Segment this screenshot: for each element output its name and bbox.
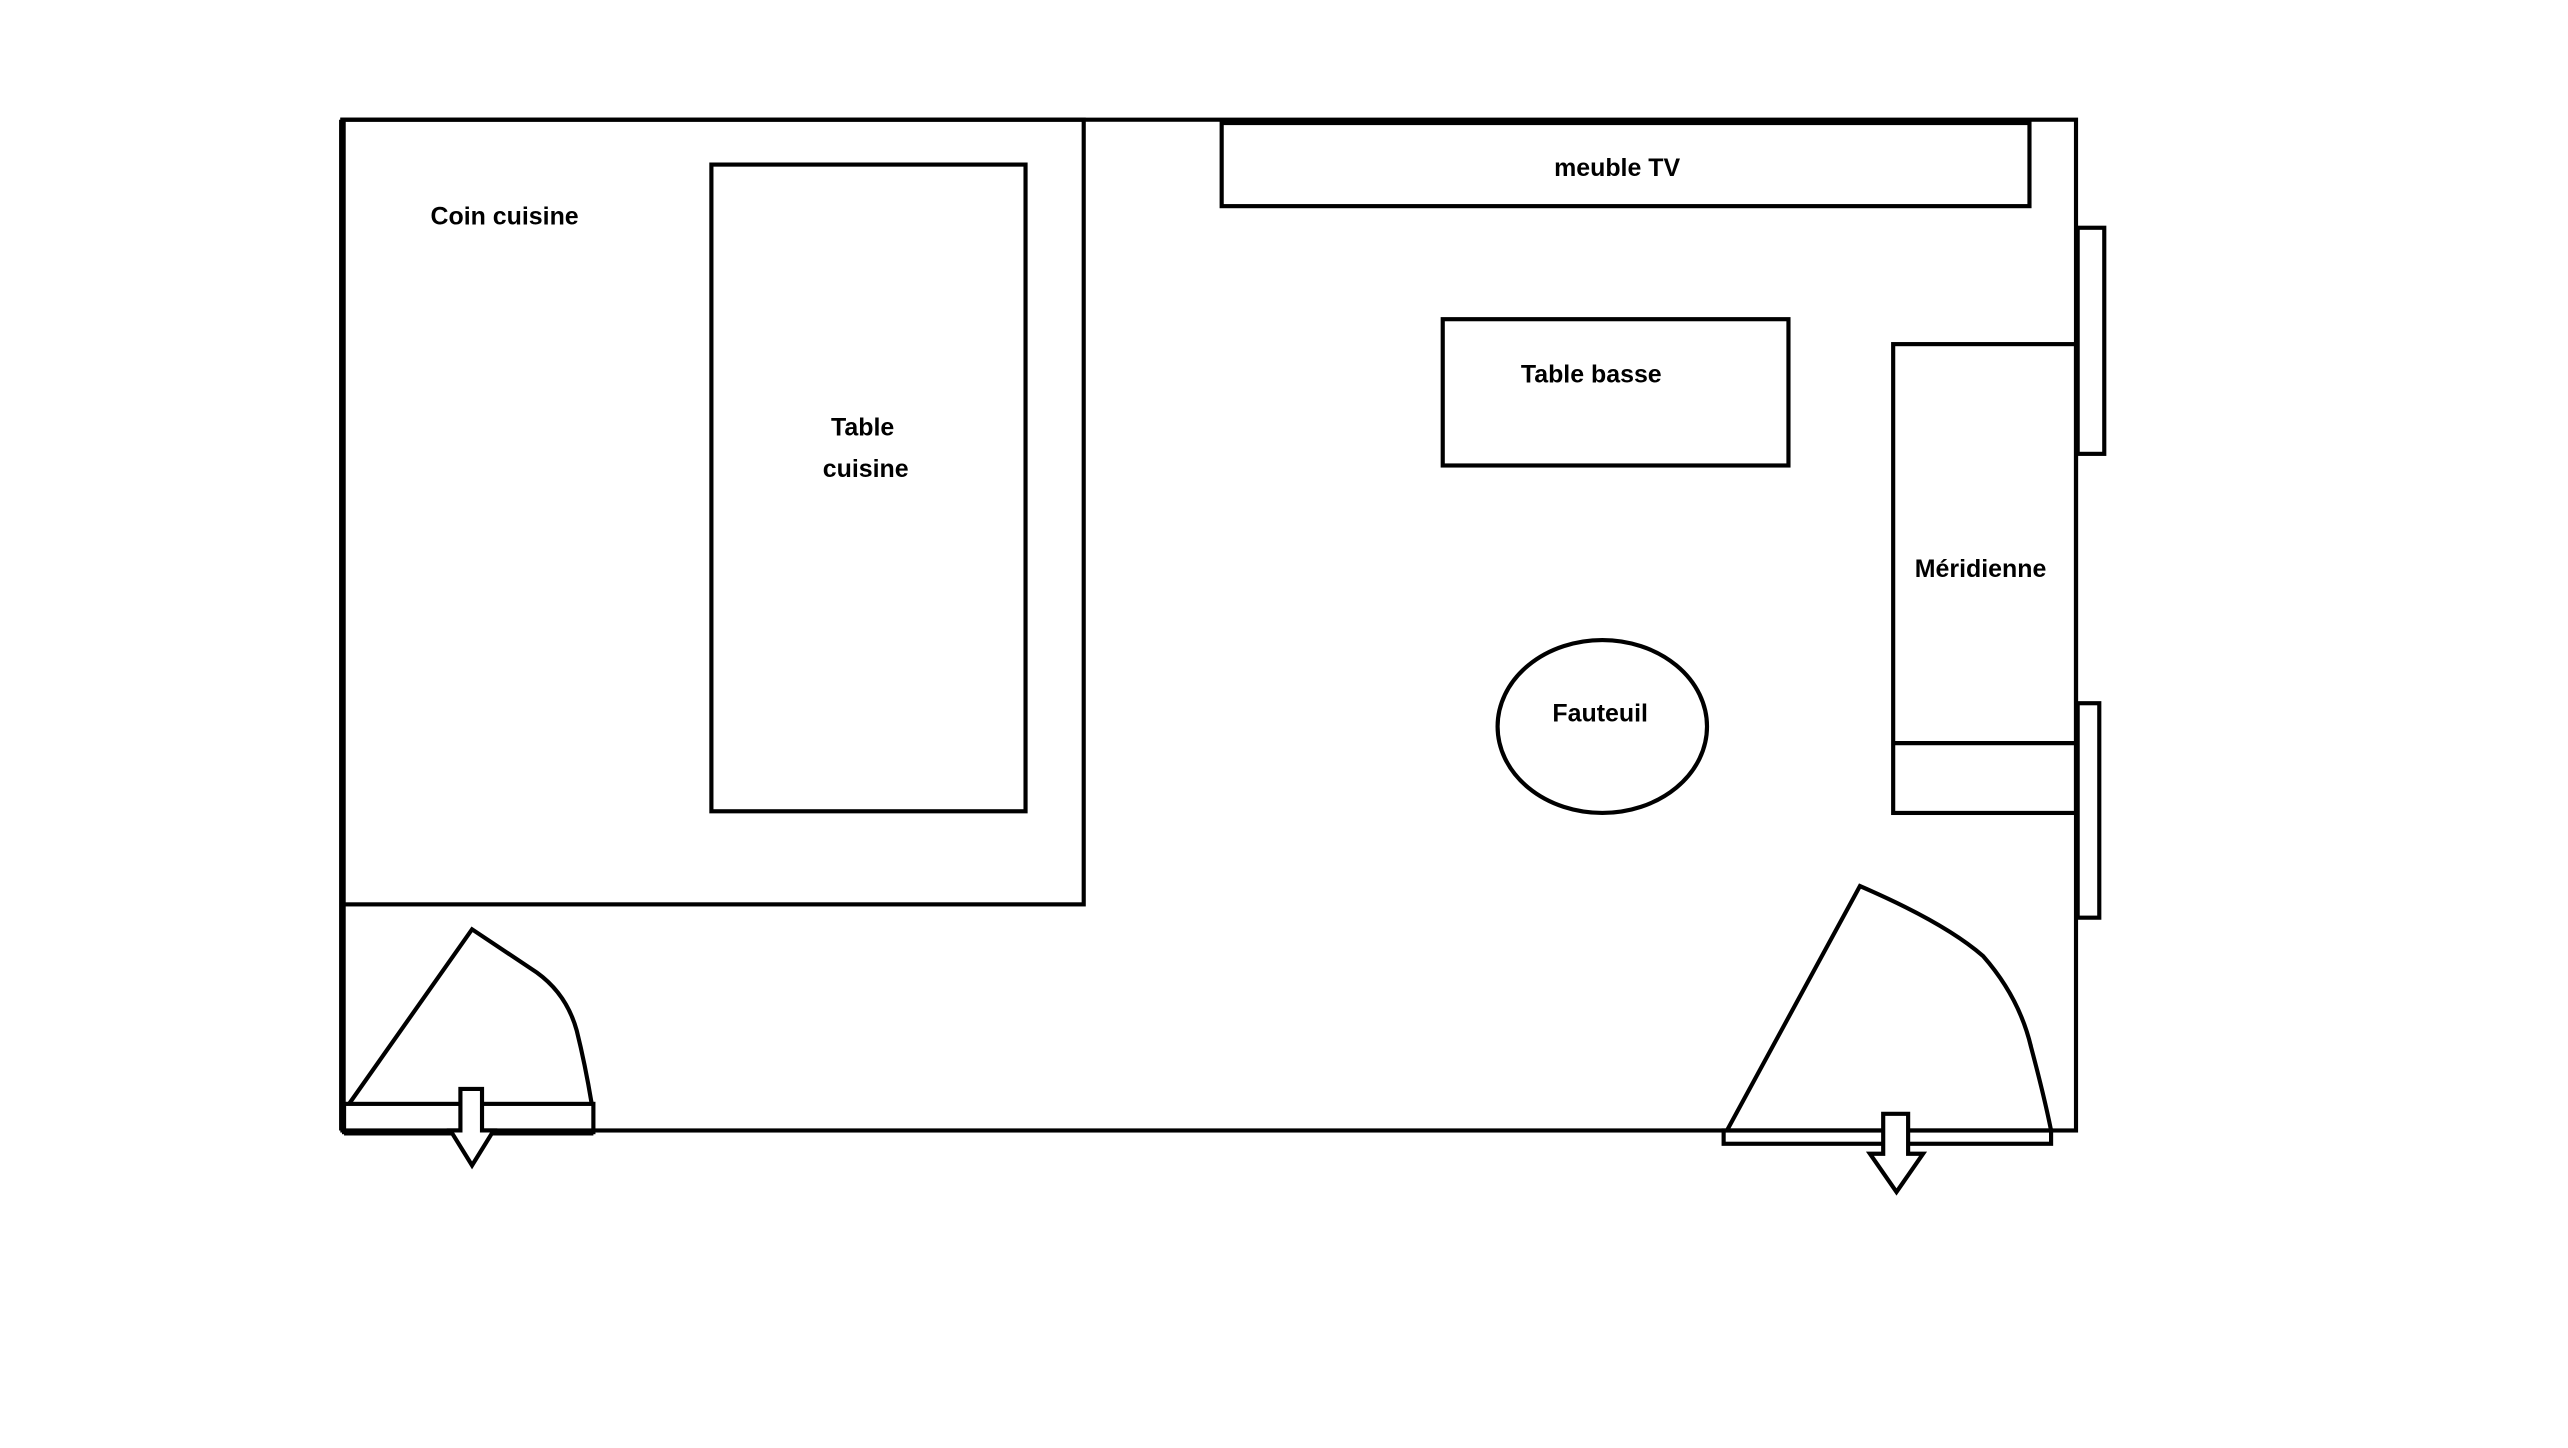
daybed-label: Méridienne: [1915, 555, 2047, 583]
kitchen-table: Table cuisine: [709, 162, 1028, 814]
armchair: Fauteuil: [1495, 637, 1710, 816]
armchair-label: Fauteuil: [1552, 700, 1648, 728]
door-right-arrow-icon: [1865, 1111, 1928, 1196]
daybed: Méridienne: [1891, 342, 2079, 816]
window-bottom-right: [2075, 701, 2102, 920]
coffee-table: Table basse: [1440, 317, 1791, 468]
coffee-table-label: Table basse: [1521, 360, 1662, 388]
tv-unit: meuble TV: [1219, 118, 2032, 209]
tv-unit-label: meuble TV: [1554, 154, 1680, 182]
window-top-right: [2075, 225, 2107, 456]
door-left-arrow-icon: [446, 1086, 498, 1170]
kitchen-corner-label: Coin cuisine: [430, 202, 578, 230]
kitchen-table-label-1: Table: [831, 414, 894, 442]
room-outline: [340, 117, 2079, 1133]
kitchen-corner: Coin cuisine: [340, 117, 1086, 907]
door-right: [1721, 883, 2054, 1146]
kitchen-table-label-2: cuisine: [823, 455, 909, 483]
